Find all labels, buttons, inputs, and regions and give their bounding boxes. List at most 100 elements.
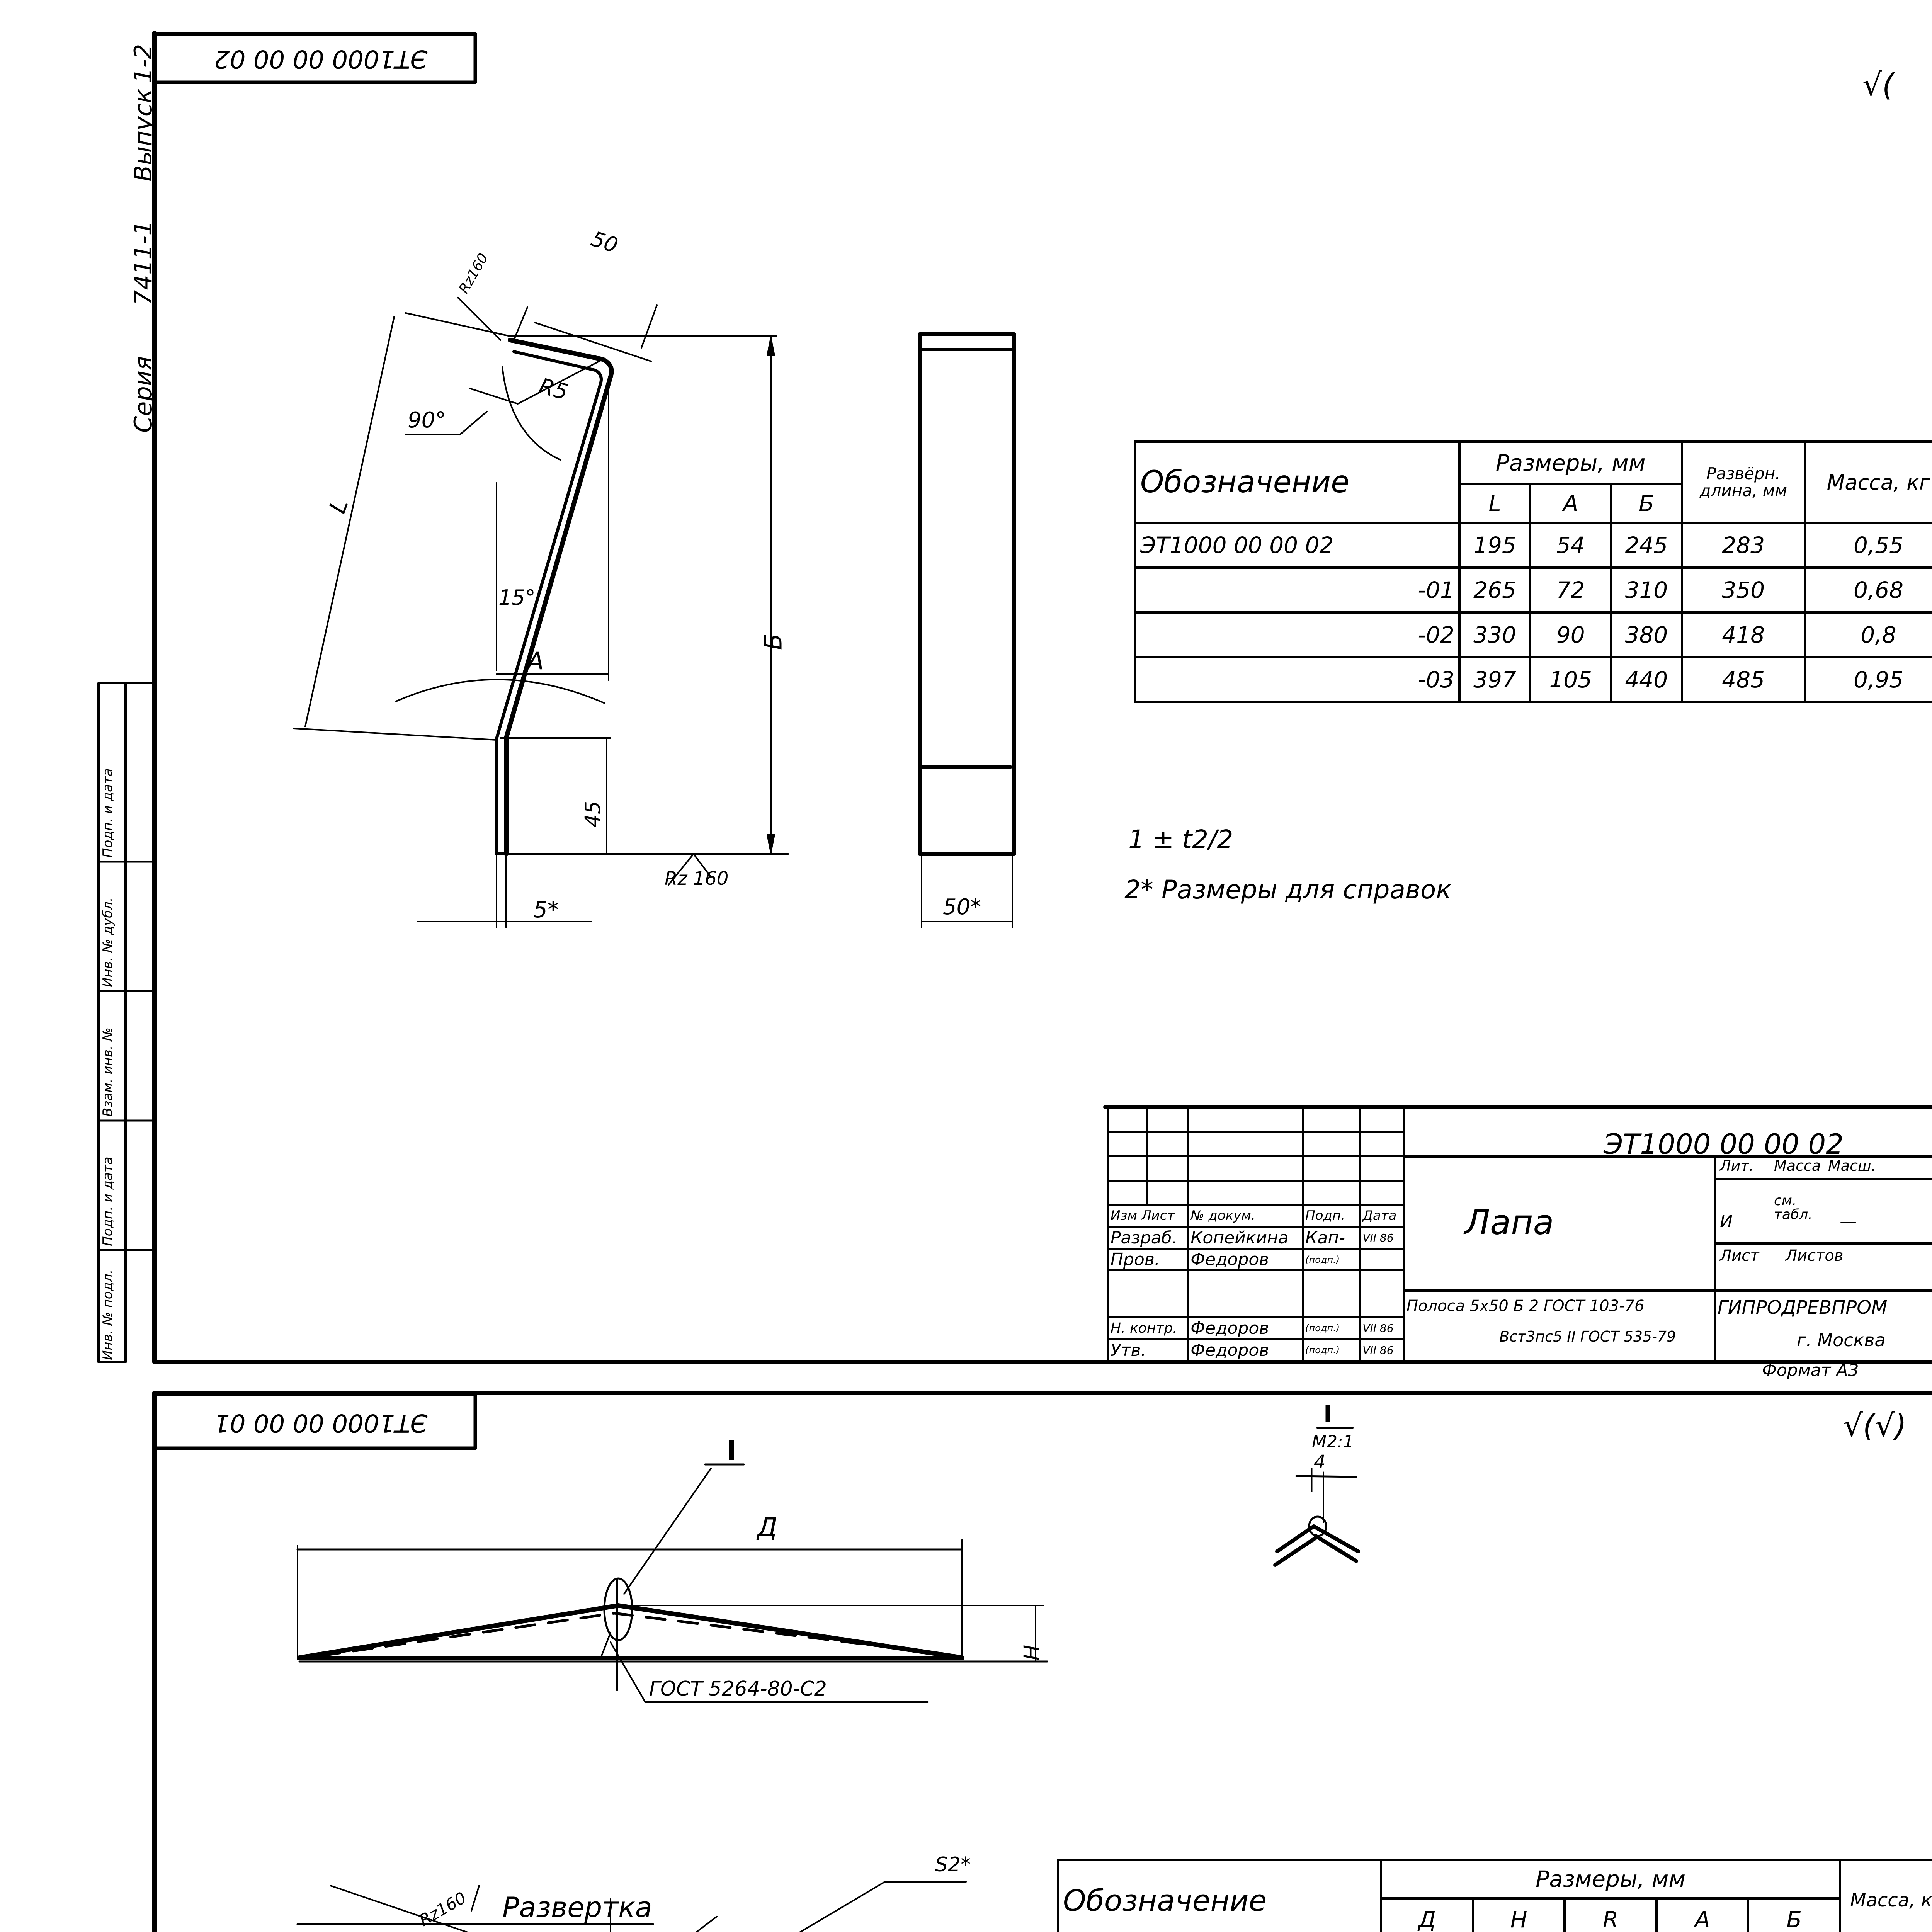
row-blank: 418 [1680, 611, 1806, 658]
material-line-1: Полоса 5х50 Б 2 ГОСТ 103-76 [1406, 1297, 1645, 1315]
header-r: R [1563, 1897, 1658, 1932]
header-h: Н [1471, 1897, 1566, 1932]
table-row: -03 397 105 440 485 0,95 [1134, 656, 1932, 703]
row-b: 245 [1610, 522, 1683, 569]
role-date: VII 86 [1359, 1316, 1405, 1340]
sheet-label: Лист [1720, 1247, 1759, 1265]
header-designation: Обозначение [1056, 1859, 1383, 1932]
table-row: -01 265 72 310 350 0,68 [1134, 566, 1932, 614]
row-l: 265 [1458, 566, 1532, 614]
note-2: 2* Размеры для справок [1124, 875, 1452, 905]
role-label: Утв. [1107, 1338, 1189, 1362]
dim-h-label: Н [1019, 1645, 1044, 1661]
divider [1405, 1155, 1932, 1158]
role-row: Н. контр. Федоров (подп.) VII 86 [1107, 1316, 1405, 1340]
lapa-spec-table: Обозначение Размеры, мм Развёрн. длина, … [1134, 440, 1932, 703]
dim-d-label: Д [757, 1512, 777, 1542]
header-l: L [1458, 483, 1532, 524]
organization: ГИПРОДРЕВПРОМ [1718, 1297, 1888, 1318]
lit-value: И [1720, 1212, 1733, 1231]
col-sign: Подп. [1302, 1204, 1361, 1228]
row-mass: 0,68 [1804, 566, 1932, 614]
role-date [1359, 1247, 1405, 1272]
header-b: Б [1610, 483, 1683, 524]
stamp-inv-podl: Инв. № подл. [100, 1269, 116, 1360]
row-a: 54 [1529, 522, 1612, 569]
row-l: 397 [1458, 656, 1532, 703]
row-b: 440 [1610, 656, 1683, 703]
detail-scale: М2:1 [1312, 1432, 1354, 1452]
row-a: 72 [1529, 566, 1612, 614]
development-title: Развертка [502, 1891, 652, 1923]
row-blank: 350 [1680, 566, 1806, 614]
row-mass: 0,95 [1804, 656, 1932, 703]
dim-b-label: Б [759, 633, 787, 650]
role-name: Копейкина [1187, 1226, 1304, 1250]
header-designation: Обозначение [1134, 440, 1461, 524]
mass-label: Масса [1774, 1157, 1821, 1174]
row-designation: ЭТ1000 00 00 02 [1134, 522, 1461, 569]
role-label: Н. контр. [1107, 1316, 1189, 1340]
dim-45-label: 45 [580, 801, 605, 828]
role-sign: (подп.) [1302, 1338, 1361, 1362]
note-1: 1 ± t2/2 [1128, 825, 1233, 854]
roughness-check-icon: √ [1843, 1408, 1863, 1444]
role-sign: (подп.) [1302, 1316, 1361, 1340]
row-a: 90 [1529, 611, 1612, 658]
row-b: 380 [1610, 611, 1683, 658]
role-label: Разраб. [1107, 1226, 1189, 1250]
header-b: Б [1747, 1897, 1841, 1932]
format-label: Формат А3 [1762, 1361, 1859, 1380]
row-a: 105 [1529, 656, 1612, 703]
header-mass: Масса, кг [1804, 440, 1932, 524]
header-sizes: Размеры, мм [1380, 1859, 1841, 1900]
role-date: VII 86 [1359, 1338, 1405, 1362]
header-blank-length: Развёрн. длина, мм [1680, 440, 1806, 524]
issue-label: Выпуск [129, 88, 157, 182]
roughness-symbol: √( [1862, 70, 1894, 100]
row-designation: -02 [1134, 611, 1461, 658]
dim-5-label: 5* [533, 896, 559, 923]
header-a: А [1655, 1897, 1750, 1932]
scale-value: — [1840, 1212, 1857, 1231]
series-number: 7411-1 [129, 220, 157, 305]
stamp-podp-data-2: Подп. и дата [100, 768, 116, 858]
col-izm: Изм [1111, 1208, 1138, 1224]
stamp-podp-data: Подп. и дата [100, 1156, 116, 1246]
kolpak-spec-table: Обозначение Размеры, мм Масса, кг Д Н R … [1056, 1859, 1932, 1932]
development-thickness: S2* [935, 1853, 971, 1876]
title-designation: ЭТ1000 00 00 02 [1604, 1128, 1844, 1160]
role-sign: Кап- [1302, 1226, 1361, 1250]
role-name: Федоров [1187, 1247, 1304, 1272]
roughness-check-icon: √ [1862, 67, 1882, 103]
header-d: Д [1380, 1897, 1474, 1932]
series-label-text: Серия [129, 356, 157, 433]
role-row: Разраб. Копейкина Кап- VII 86 [1107, 1226, 1405, 1250]
callout-i: I [726, 1435, 737, 1467]
role-row: Пров. Федоров (подп.) [1107, 1247, 1405, 1272]
row-b: 310 [1610, 566, 1683, 614]
detail-label: I [1323, 1401, 1332, 1428]
front-dim-50-label: 50* [943, 895, 981, 920]
role-label: Пров. [1107, 1247, 1189, 1272]
role-date: VII 86 [1359, 1226, 1405, 1250]
header-mass: Масса, кг [1838, 1859, 1932, 1932]
scale-label: Масш. [1828, 1157, 1876, 1174]
role-name: Федоров [1187, 1338, 1304, 1362]
weld-reference: ГОСТ 5264-80-С2 [649, 1677, 827, 1701]
corner-designation-stamp: ЭТ1000 00 00 02 [214, 44, 427, 73]
sheets-label: Листов [1786, 1247, 1844, 1265]
dim-90-label: 90° [408, 408, 446, 433]
series-label: Серия [129, 356, 157, 433]
role-sign: (подп.) [1302, 1247, 1361, 1272]
row-l: 330 [1458, 611, 1532, 658]
detail-dim-4: 4 [1314, 1451, 1326, 1473]
row-mass: 0,55 [1804, 522, 1932, 569]
mass-value: см. табл. [1774, 1193, 1813, 1223]
row-blank: 485 [1680, 656, 1806, 703]
lit-label: Лит. [1720, 1157, 1754, 1174]
header-a: А [1529, 483, 1612, 524]
col-date: Дата [1359, 1204, 1405, 1228]
col-doc: № докум. [1187, 1204, 1304, 1228]
corner-designation-stamp: ЭТ1000 00 00 01 [214, 1408, 427, 1437]
